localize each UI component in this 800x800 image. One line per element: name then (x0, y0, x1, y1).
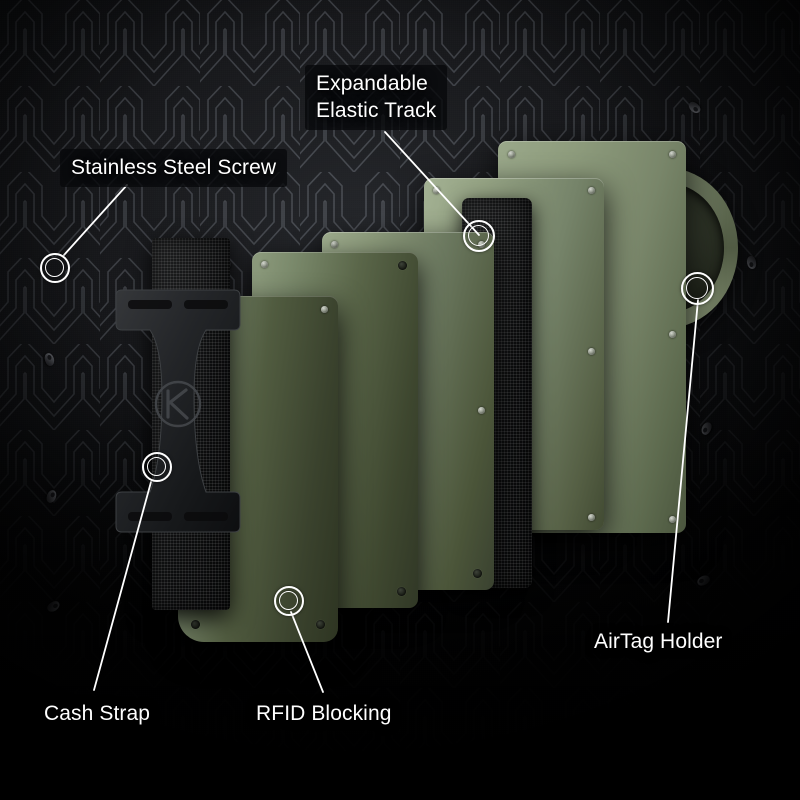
callout-ring-outer (40, 253, 70, 283)
callout-circle-airtag-holder[interactable] (681, 272, 714, 305)
callout-label-rfid-blocking: RFID Blocking (256, 702, 392, 725)
callout-ring-outer (463, 220, 495, 252)
callout-ring-inner (279, 591, 298, 610)
callout-label-stainless-steel-screw: Stainless Steel Screw (60, 149, 288, 187)
callout-ring-outer (274, 586, 304, 616)
callout-ring-inner (45, 258, 64, 277)
callout-circle-stainless-steel-screw[interactable] (40, 253, 70, 283)
callout-ring-inner (468, 225, 489, 246)
callout-circle-expandable-elastic-track[interactable] (463, 220, 495, 252)
callout-label-cash-strap: Cash Strap (44, 702, 151, 725)
callout-circle-cash-strap[interactable] (142, 452, 172, 482)
callout-ring-inner (147, 457, 166, 476)
callout-ring-outer (142, 452, 172, 482)
callout-ring-outer (681, 272, 714, 305)
callout-label-airtag-holder: AirTag Holder (594, 630, 723, 653)
callout-circle-rfid-blocking[interactable] (274, 586, 304, 616)
callout-label-expandable-elastic-track: Expandable Elastic Track (305, 65, 448, 130)
callout-ring-inner (686, 277, 708, 299)
cash-strap-clip (115, 289, 241, 533)
brand-logo-k (154, 380, 202, 428)
